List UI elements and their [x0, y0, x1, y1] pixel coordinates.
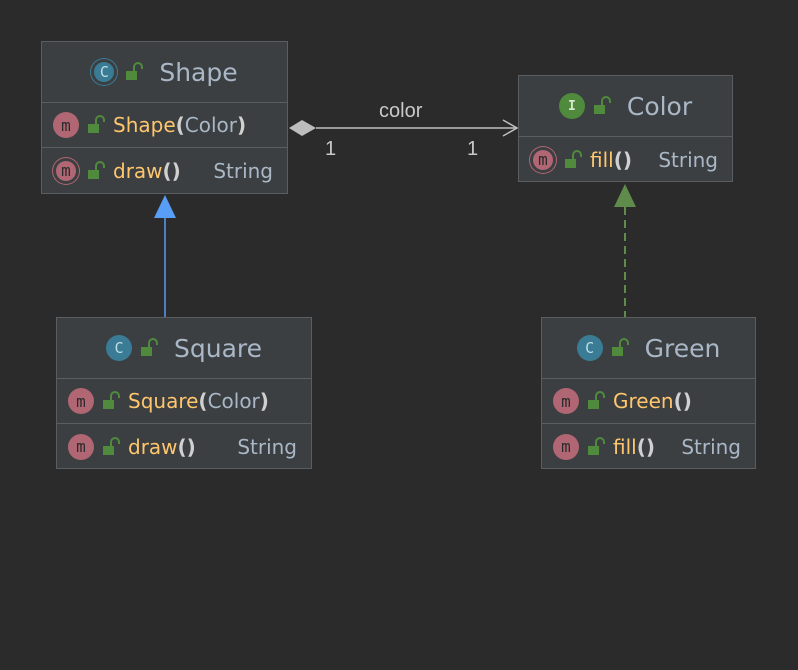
member-signature: draw() [113, 158, 181, 183]
navigability-arrowhead [502, 119, 519, 137]
public-lock-icon [138, 337, 160, 359]
member-row[interactable]: m fill() String [542, 424, 755, 469]
inheritance-arrowhead [154, 195, 176, 218]
member-row[interactable]: m draw() String [42, 148, 287, 193]
member-name: draw [113, 158, 163, 183]
member-name: fill [613, 434, 637, 459]
class-name: Color [626, 91, 693, 121]
member-name: Green [613, 389, 674, 413]
member-row[interactable]: m Square(Color) [57, 379, 311, 424]
method-icon: m [68, 388, 94, 414]
member-signature: fill() [590, 147, 632, 172]
public-lock-icon [562, 149, 584, 171]
method-icon: m [53, 157, 79, 184]
param-type: Color [207, 389, 260, 413]
public-lock-icon [585, 390, 607, 412]
realization-arrowhead [614, 184, 636, 207]
composition-edge[interactable] [289, 119, 519, 137]
member-row[interactable]: m Shape(Color) [42, 103, 287, 148]
class-square[interactable]: C Square m Square(Color) m draw() String [56, 317, 312, 469]
class-icon: C [105, 335, 132, 361]
target-multiplicity: 1 [467, 138, 479, 160]
member-row[interactable]: m Green() [542, 379, 755, 424]
association-label: color [379, 100, 423, 122]
return-type: String [213, 158, 273, 183]
inheritance-edge[interactable] [154, 195, 176, 318]
class-header: I Color [519, 76, 732, 137]
member-row[interactable]: m fill() String [519, 137, 732, 182]
class-header: C Green [542, 318, 755, 379]
member-name: fill [590, 147, 614, 172]
method-icon: m [68, 433, 94, 460]
method-icon: m [553, 388, 579, 414]
interface-color[interactable]: I Color m fill() String [518, 75, 733, 182]
param-type: Color [184, 113, 237, 137]
return-type: String [658, 147, 718, 172]
class-name: Shape [159, 57, 238, 87]
return-type: String [237, 434, 297, 459]
method-icon: m [553, 433, 579, 460]
public-lock-icon [585, 436, 607, 458]
member-name: draw [128, 434, 178, 459]
class-shape[interactable]: C Shape m Shape(Color) m draw() String [41, 41, 288, 194]
member-row[interactable]: m draw() String [57, 424, 311, 469]
class-name: Square [173, 333, 262, 363]
class-header: C Shape [42, 42, 287, 103]
composition-diamond [289, 120, 316, 136]
member-signature: fill() [613, 434, 655, 459]
class-icon: C [576, 335, 603, 361]
method-icon: m [530, 146, 556, 173]
class-name: Green [644, 333, 721, 363]
member-signature: Square(Color) [128, 389, 269, 413]
member-name: Square [128, 389, 199, 413]
public-lock-icon [100, 390, 122, 412]
member-signature: draw() [128, 434, 196, 459]
class-icon: C [91, 59, 118, 85]
source-multiplicity: 1 [325, 138, 337, 160]
interface-icon: I [558, 93, 585, 119]
class-green[interactable]: C Green m Green() m fill() String [541, 317, 756, 469]
realization-edge[interactable] [614, 184, 636, 318]
return-type: String [681, 434, 741, 459]
public-lock-icon [591, 95, 613, 117]
member-signature: Green() [613, 389, 692, 413]
public-lock-icon [123, 61, 145, 83]
public-lock-icon [100, 436, 122, 458]
method-icon: m [53, 112, 79, 138]
public-lock-icon [609, 337, 631, 359]
member-signature: Shape(Color) [113, 113, 247, 137]
class-header: C Square [57, 318, 311, 379]
member-name: Shape [113, 113, 176, 137]
public-lock-icon [85, 114, 107, 136]
public-lock-icon [85, 160, 107, 182]
